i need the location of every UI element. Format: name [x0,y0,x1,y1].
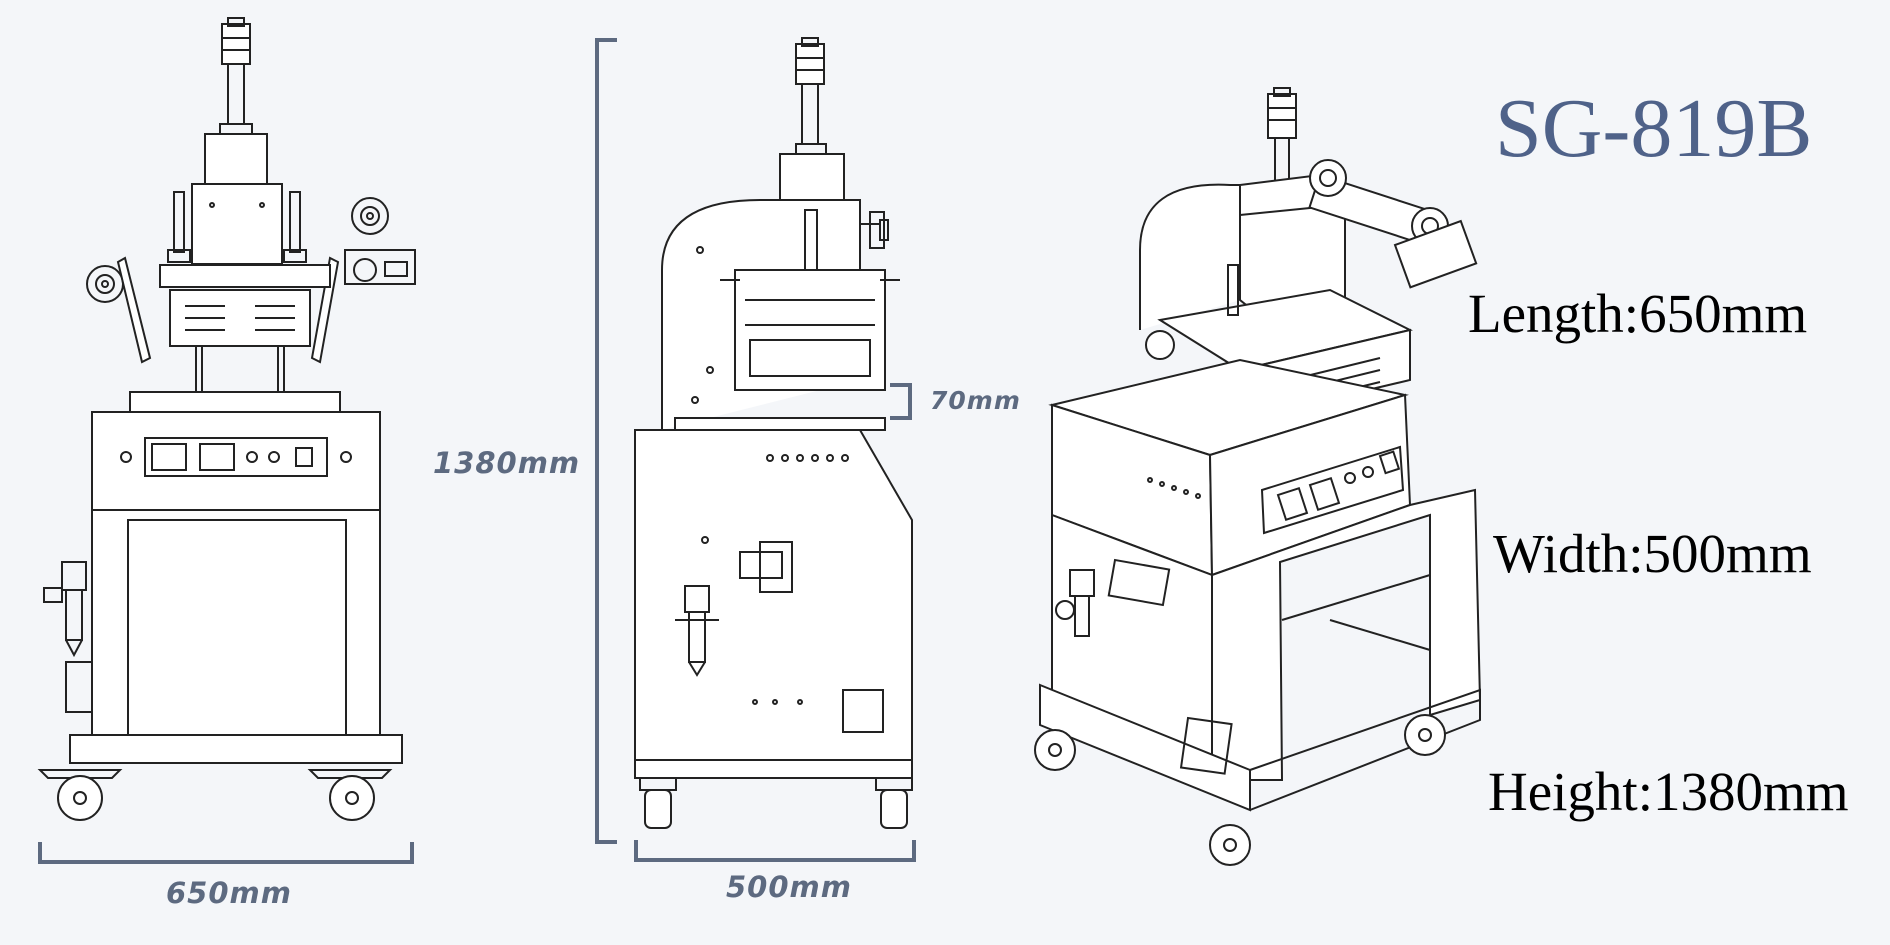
overall-height-label: 1380mm [433,446,581,480]
front-view [37,17,416,821]
isometric-view [1034,87,1482,866]
height-spec: Height:1380mm [1488,761,1849,822]
front-width-label: 650mm [166,876,292,910]
platen-gap-dimension-line [890,383,912,420]
side-width-dimension-line [634,840,916,862]
length-spec: Length:650mm [1468,283,1808,344]
side-width-label: 500mm [726,870,852,904]
platen-gap-label: 70mm [930,386,1021,415]
model-title: SG-819B [1495,82,1813,175]
height-dimension-line [595,38,617,844]
front-width-dimension-line [38,842,414,864]
width-spec: Width:500mm [1493,523,1812,584]
side-view [634,37,913,829]
